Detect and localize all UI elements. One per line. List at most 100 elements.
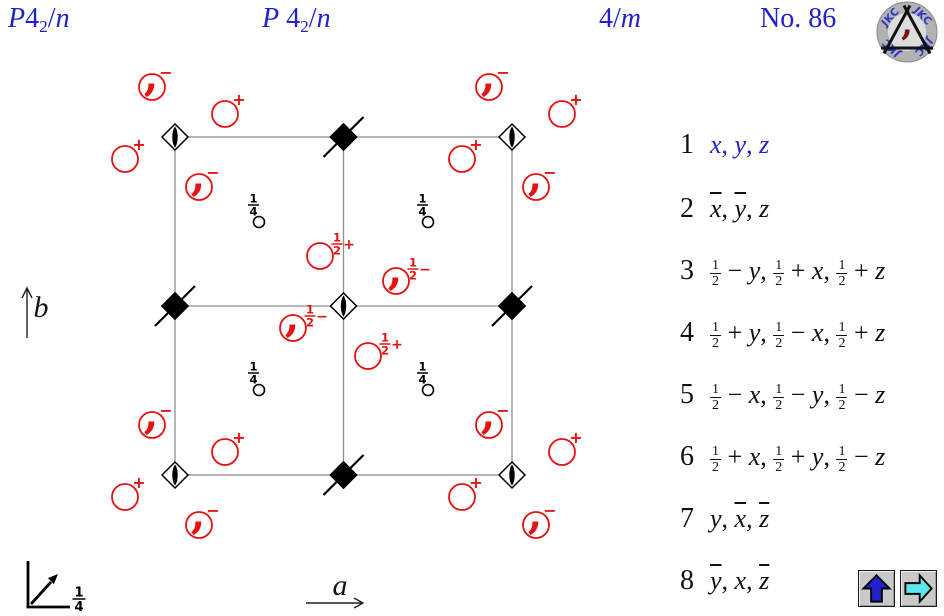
svg-text:2: 2 bbox=[381, 344, 389, 358]
inversion-center: 14 bbox=[417, 360, 435, 397]
svg-text:4: 4 bbox=[249, 205, 257, 219]
svg-text:+: + bbox=[132, 135, 145, 154]
svg-text:,: , bbox=[144, 389, 159, 438]
molecule-enantiomer: ,12− bbox=[382, 245, 431, 295]
svg-text:−: − bbox=[206, 501, 219, 520]
axis-42-screw-symbol bbox=[154, 285, 196, 327]
svg-text:−: − bbox=[543, 501, 556, 520]
svg-text:1: 1 bbox=[74, 586, 83, 601]
molecule: + bbox=[548, 90, 583, 128]
molecule-enantiomer: ,− bbox=[475, 60, 510, 101]
svg-text:−: − bbox=[496, 63, 509, 82]
spacegroup-symbol-full: P 42/n bbox=[262, 3, 331, 36]
svg-text:,: , bbox=[388, 245, 403, 294]
position-number: 6 bbox=[680, 441, 694, 472]
molecule: + bbox=[548, 428, 583, 466]
axis-42-screw-symbol bbox=[491, 285, 533, 327]
svg-text:,: , bbox=[528, 489, 543, 538]
position-coordinates: y, x, z bbox=[710, 566, 770, 595]
svg-text:b: b bbox=[34, 291, 49, 324]
position-coordinates: x, y, z bbox=[710, 194, 770, 223]
molecule: + bbox=[448, 135, 483, 173]
axis-4bar-symbol bbox=[497, 122, 527, 152]
inversion-center: 14 bbox=[248, 360, 266, 397]
nav-next-button[interactable] bbox=[900, 570, 937, 607]
molecule-enantiomer: ,− bbox=[185, 151, 220, 201]
svg-text:,: , bbox=[285, 292, 300, 341]
svg-text:+: + bbox=[232, 428, 245, 447]
position-number: 5 bbox=[680, 379, 694, 410]
molecule: + bbox=[448, 473, 483, 511]
position-number: 2 bbox=[680, 193, 694, 224]
svg-text:+: + bbox=[232, 90, 245, 109]
position-coordinates: x, y, z bbox=[710, 130, 770, 159]
axis-4bar-symbol bbox=[497, 460, 527, 490]
position-row: 1 x, y, z bbox=[672, 129, 769, 173]
position-number: 7 bbox=[680, 503, 694, 534]
svg-text:−: − bbox=[316, 309, 328, 325]
position-number: 1 bbox=[680, 129, 694, 160]
right-arrow-icon bbox=[904, 573, 933, 604]
spacegroup-symbol-short: P42/n bbox=[8, 3, 70, 36]
svg-text:−: − bbox=[419, 262, 431, 278]
svg-text:−: − bbox=[543, 163, 556, 182]
svg-text:+: + bbox=[569, 428, 582, 447]
space-group-diagram: ,−++,−,−++,−,−++,−,−++,−12+,12−,12−12+14… bbox=[21, 60, 583, 615]
molecule-enantiomer: ,12− bbox=[279, 292, 328, 342]
point-group-symbol: 4/m bbox=[599, 3, 642, 34]
axis-4bar-symbol bbox=[160, 122, 190, 152]
position-number: 3 bbox=[680, 255, 694, 286]
svg-text:,: , bbox=[481, 60, 496, 100]
position-coordinates: y, x, z bbox=[710, 504, 770, 533]
position-number: 4 bbox=[680, 317, 694, 348]
svg-text:+: + bbox=[132, 473, 145, 492]
molecule-enantiomer: ,− bbox=[475, 389, 510, 439]
svg-text:4: 4 bbox=[418, 373, 426, 387]
svg-text:4: 4 bbox=[249, 373, 257, 387]
axis-4bar-symbol bbox=[160, 460, 190, 490]
inversion-center: 14 bbox=[248, 192, 266, 229]
svg-text:,: , bbox=[191, 151, 206, 200]
molecule: + bbox=[111, 473, 146, 511]
svg-text:+: + bbox=[569, 90, 582, 109]
svg-text:4: 4 bbox=[74, 600, 83, 615]
svg-text:2: 2 bbox=[306, 316, 314, 330]
molecule-enantiomer: ,− bbox=[138, 389, 173, 439]
svg-text:−: − bbox=[159, 401, 172, 420]
position-row: 2 x, y, z bbox=[672, 193, 769, 237]
spacegroup-number: No. 86 bbox=[760, 3, 837, 34]
svg-text:+: + bbox=[343, 237, 355, 253]
svg-text:2: 2 bbox=[409, 269, 417, 283]
svg-text:+: + bbox=[391, 337, 403, 353]
svg-text:,: , bbox=[191, 489, 206, 538]
molecule: + bbox=[111, 135, 146, 173]
nav-buttons bbox=[858, 570, 937, 607]
svg-text:1: 1 bbox=[418, 192, 426, 206]
svg-text:+: + bbox=[469, 135, 482, 154]
nav-up-button[interactable] bbox=[858, 570, 895, 607]
svg-text:2: 2 bbox=[333, 244, 341, 258]
molecule-enantiomer: ,− bbox=[185, 489, 220, 539]
axis-a: a bbox=[306, 569, 365, 609]
molecule: 12+ bbox=[354, 331, 403, 370]
molecule-enantiomer: ,− bbox=[522, 151, 557, 201]
svg-text:−: − bbox=[206, 163, 219, 182]
axis-42-screw-symbol bbox=[322, 454, 365, 496]
molecule: + bbox=[211, 90, 246, 128]
svg-text:1: 1 bbox=[249, 360, 257, 374]
molecule-enantiomer: ,− bbox=[522, 489, 557, 539]
axis-b: b bbox=[21, 286, 49, 338]
svg-text:,: , bbox=[528, 151, 543, 200]
svg-text:+: + bbox=[469, 473, 482, 492]
origin-projection-symbol: 14 bbox=[26, 561, 86, 615]
svg-text:1: 1 bbox=[381, 331, 389, 345]
